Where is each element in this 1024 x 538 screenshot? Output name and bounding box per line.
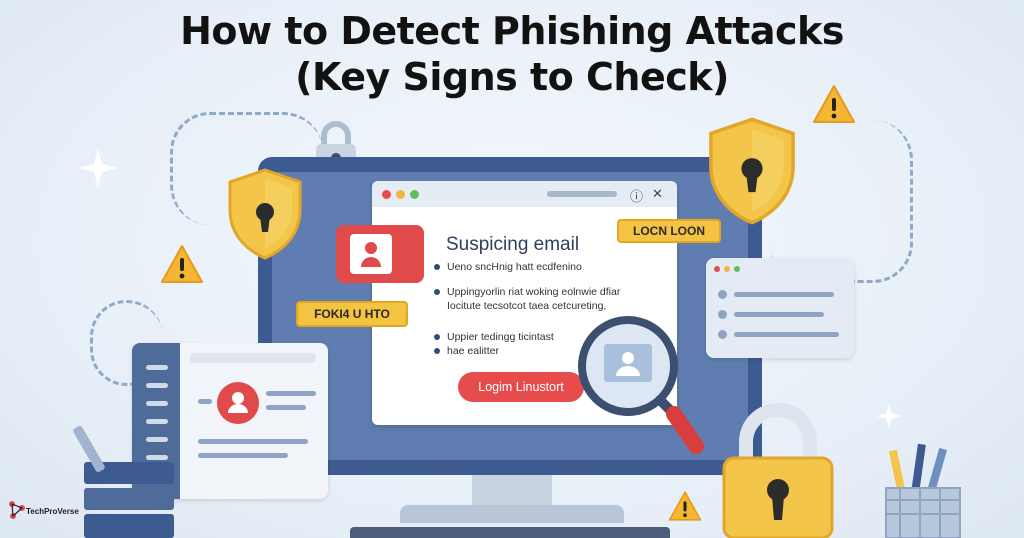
sparkle-icon bbox=[78, 148, 118, 188]
logo-icon bbox=[9, 501, 25, 519]
window-close-dot[interactable] bbox=[382, 190, 391, 199]
warning-icon bbox=[813, 85, 855, 123]
page-title: How to Detect Phishing Attacks (Key Sign… bbox=[0, 8, 1024, 100]
window-maximize-dot[interactable] bbox=[410, 190, 419, 199]
monitor-base bbox=[400, 505, 624, 523]
address-bar[interactable] bbox=[547, 191, 617, 197]
warning-icon bbox=[668, 491, 702, 521]
email-line: Uppier tedingg ticintast bbox=[434, 331, 554, 343]
email-line: hae ealitter bbox=[434, 345, 499, 357]
email-line: Ueno sncHnig hatt ecdfenino bbox=[434, 261, 582, 273]
padlock-icon bbox=[722, 403, 834, 538]
info-icon[interactable]: ⓘ bbox=[630, 189, 644, 204]
right-browser-window bbox=[706, 258, 854, 358]
close-icon[interactable]: ✕ bbox=[652, 186, 663, 201]
dashed-path-left-low bbox=[90, 300, 163, 386]
address-bar bbox=[190, 353, 316, 363]
server-stack-icon bbox=[84, 462, 174, 538]
brand-logo-text: TechProVerse bbox=[26, 507, 79, 516]
sparkle-icon bbox=[876, 403, 902, 429]
shield-keyhole-icon bbox=[228, 168, 302, 260]
title-line-1: How to Detect Phishing Attacks bbox=[180, 9, 844, 53]
email-line: Iocitute tecsotcot taea cetcureting, bbox=[447, 300, 607, 312]
profile-card bbox=[336, 225, 424, 283]
user-icon bbox=[350, 234, 392, 274]
magnifier-icon bbox=[578, 316, 704, 454]
login-tag: LOCN LOON bbox=[617, 219, 721, 243]
dashed-path-left bbox=[170, 112, 323, 225]
fake-url-tag: FOKI4 U HTO bbox=[296, 301, 408, 327]
pencil-cup-icon bbox=[885, 443, 961, 538]
shield-keyhole-icon bbox=[709, 117, 795, 225]
pen-icon bbox=[73, 425, 105, 473]
email-title: Suspicing email bbox=[446, 234, 580, 255]
warning-icon bbox=[161, 245, 203, 283]
login-button[interactable]: Logim Linustort bbox=[458, 372, 584, 402]
keyboard bbox=[350, 527, 670, 538]
title-line-2: (Key Signs to Check) bbox=[295, 55, 729, 99]
email-line: Uppingyorlin riat woking eolnwie dfiar bbox=[434, 286, 620, 298]
user-icon bbox=[217, 382, 259, 424]
window-minimize-dot[interactable] bbox=[396, 190, 405, 199]
window-titlebar: ⓘ ✕ bbox=[372, 181, 677, 207]
